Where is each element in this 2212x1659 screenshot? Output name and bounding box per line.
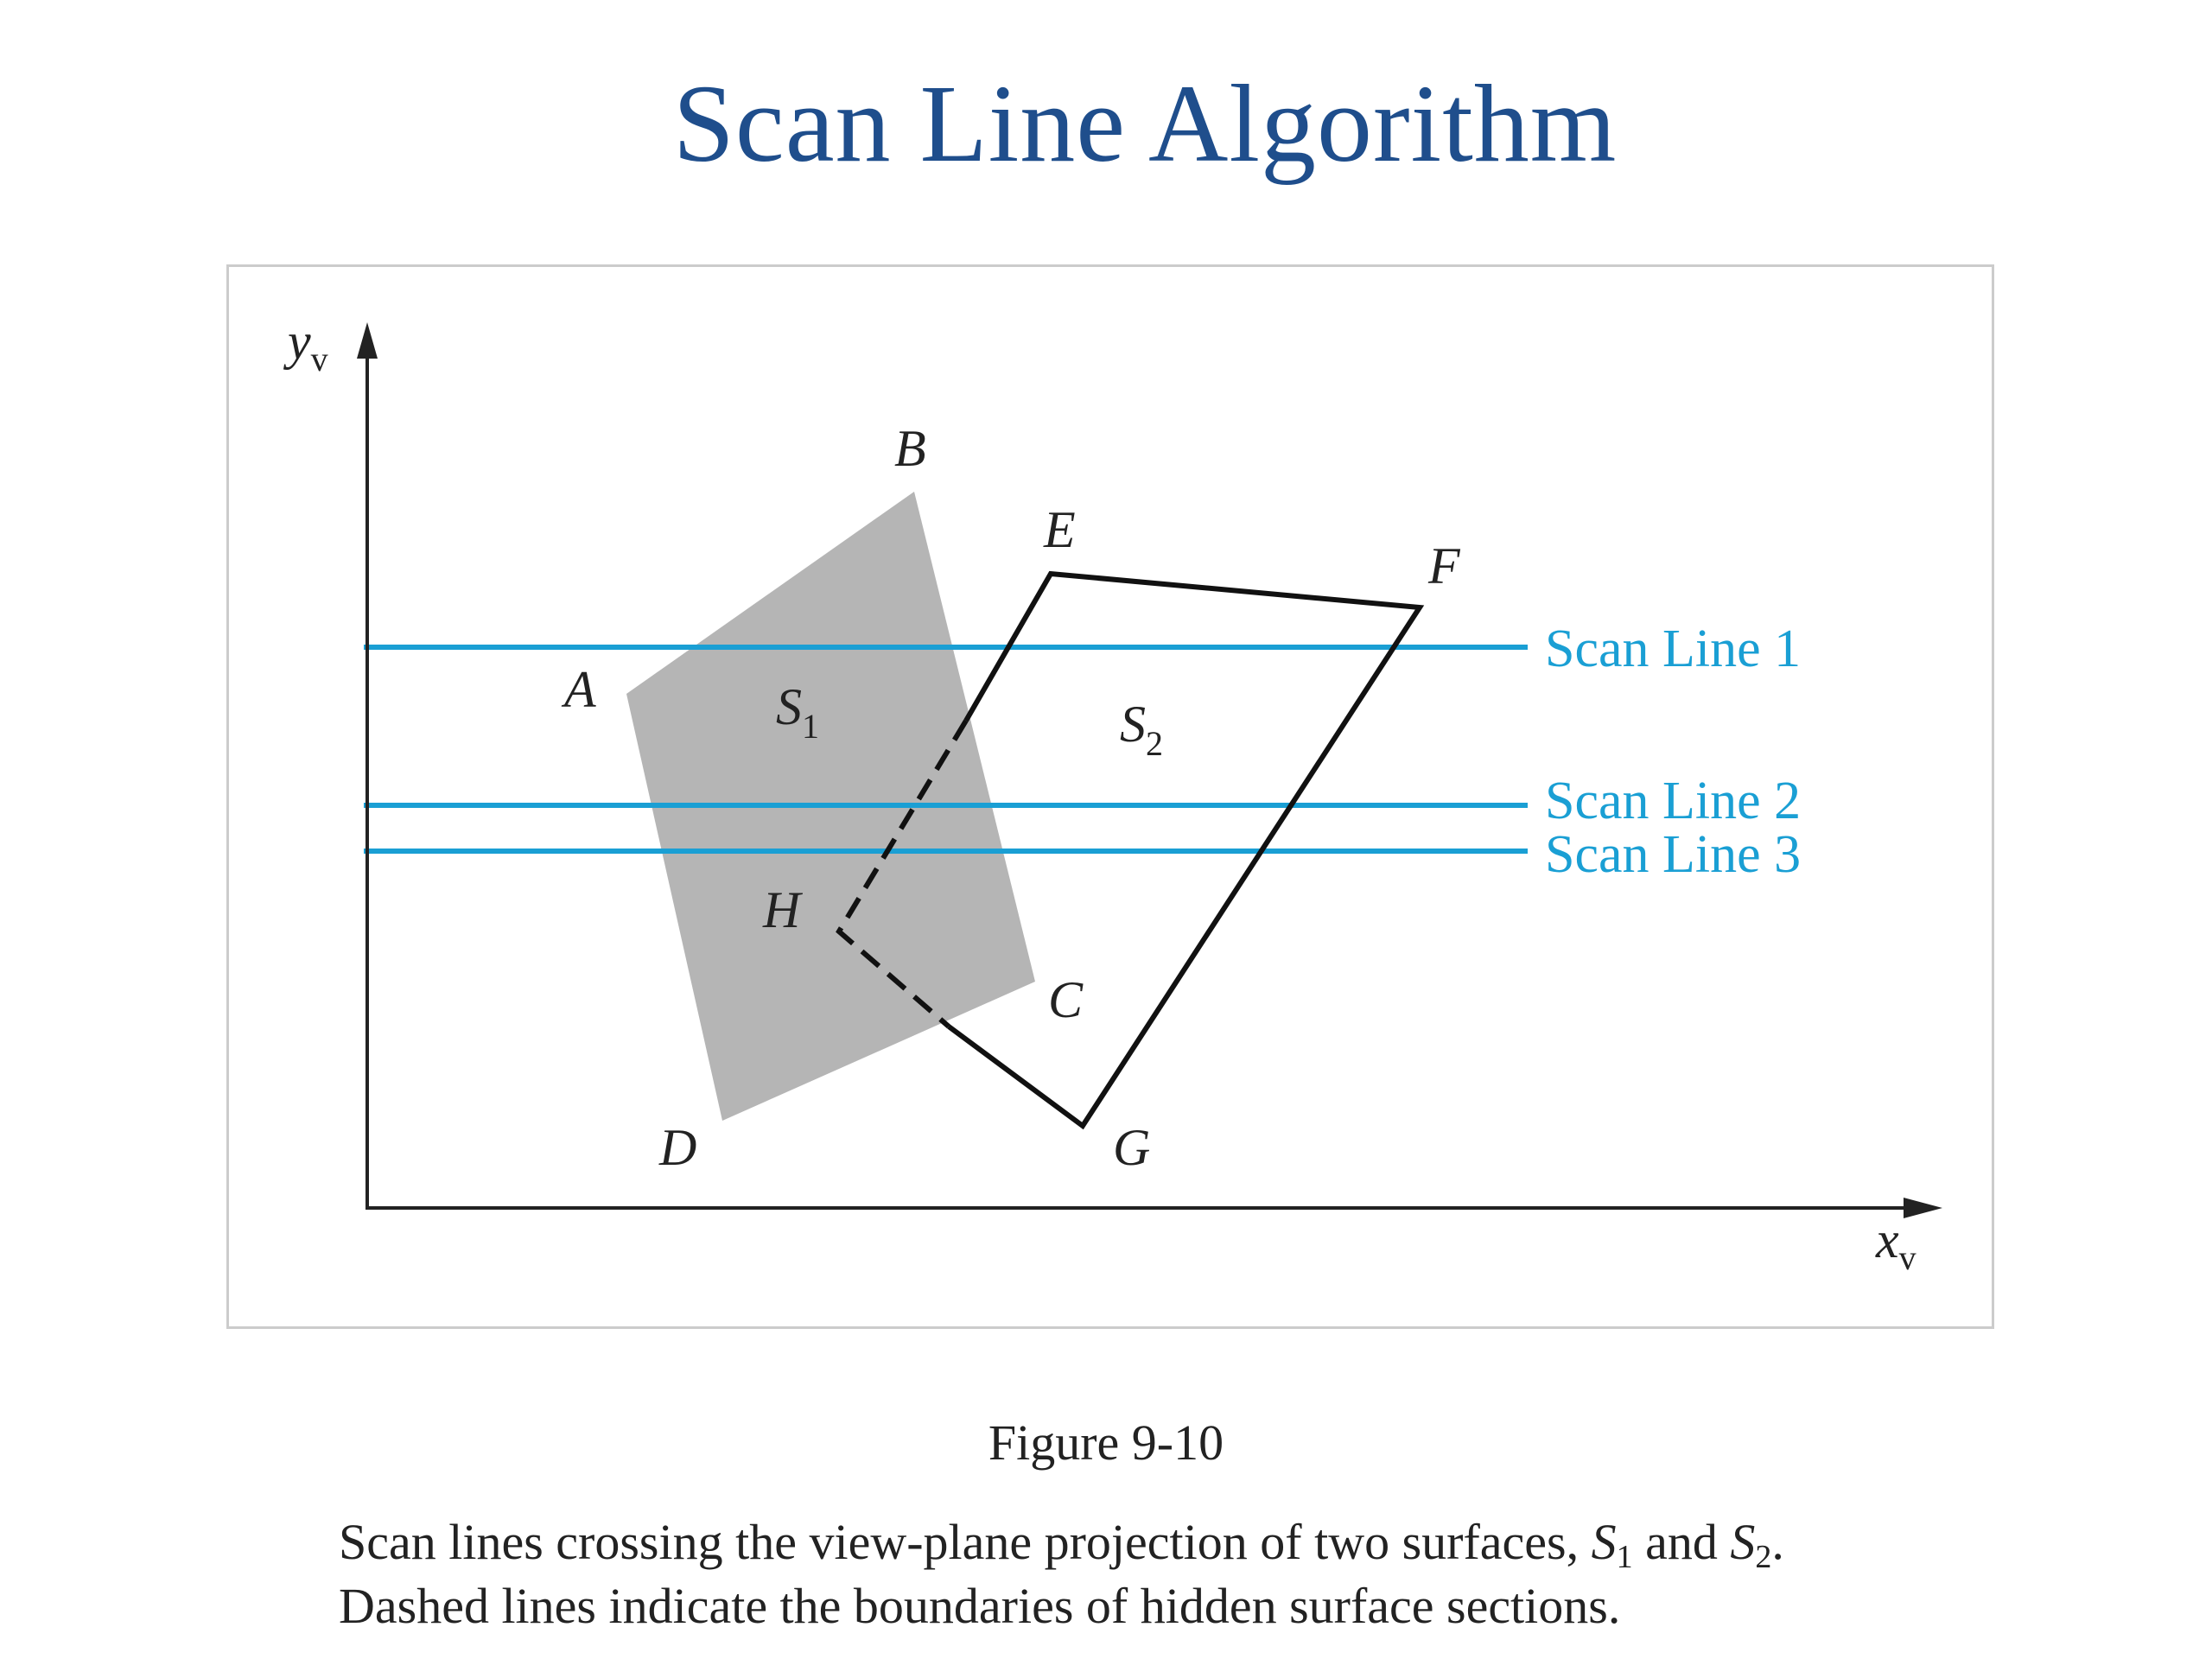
scan-line-3-label: Scan Line 3: [1545, 825, 1801, 884]
vertex-label-e: E: [1043, 501, 1076, 558]
y-axis-arrowhead: [357, 322, 378, 359]
vertex-label-b: B: [894, 420, 926, 477]
surface-s2-outline-hidden: [836, 719, 969, 1029]
vertex-label-h: H: [762, 881, 804, 938]
scan-line-1-label: Scan Line 1: [1545, 620, 1801, 678]
scan-line-diagram: yv xv A B C D E F G H S1 S2 Scan Line 1 …: [283, 313, 1942, 1277]
vertex-label-f: F: [1427, 537, 1461, 594]
vertex-label-g: G: [1113, 1119, 1150, 1176]
surface-label-s2: S2: [1120, 696, 1163, 763]
slide-title: Scan Line Algorithm: [672, 62, 1618, 185]
x-axis-label: xv: [1875, 1211, 1916, 1277]
vertex-label-c: C: [1048, 971, 1084, 1028]
scan-line-2-label: Scan Line 2: [1545, 772, 1801, 830]
vertex-label-d: D: [658, 1119, 696, 1176]
x-axis-arrowhead: [1904, 1198, 1942, 1218]
figure-frame: yv xv A B C D E F G H S1 S2 Scan Line 1 …: [226, 264, 1994, 1329]
figure-caption: Scan lines crossing the view-plane proje…: [339, 1510, 2067, 1638]
figure-number: Figure 9-10: [988, 1414, 1224, 1471]
surface-label-s1: S1: [776, 678, 819, 746]
caption-line-1: Scan lines crossing the view-plane proje…: [339, 1514, 1784, 1575]
y-axis-label: yv: [283, 313, 328, 378]
caption-line-2: Dashed lines indicate the boundaries of …: [339, 1578, 1621, 1634]
vertex-label-a: A: [561, 661, 596, 718]
surface-s2-outline-visible: [947, 570, 1425, 1130]
